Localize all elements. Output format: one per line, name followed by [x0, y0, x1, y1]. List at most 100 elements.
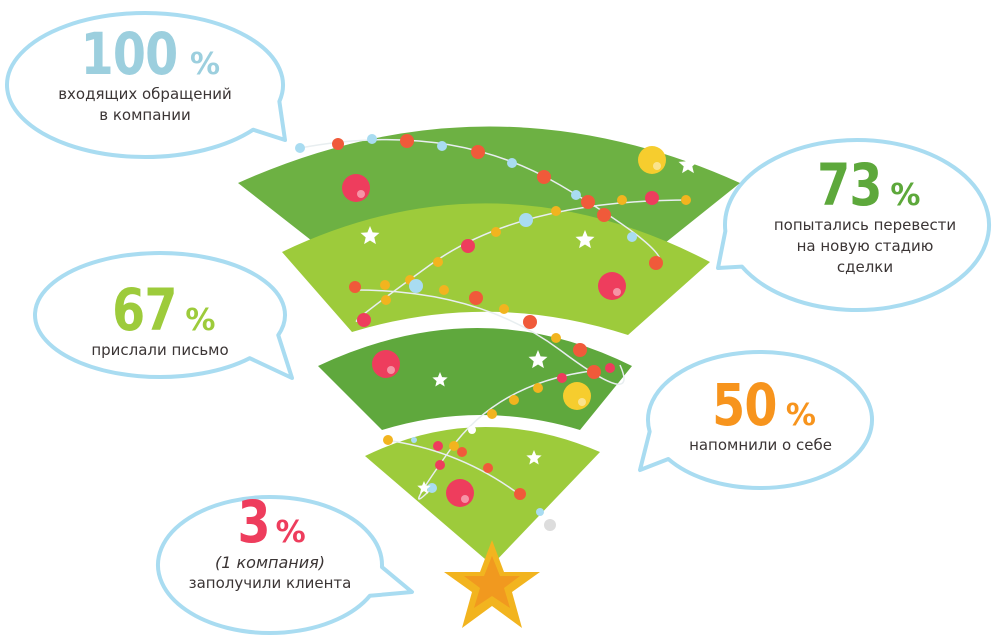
stage-1-value: 100	[80, 20, 179, 88]
stage-2-text: 73% попытались перевести на новую стадию…	[760, 155, 970, 278]
stage-4-text: 50% напомнили о себе	[668, 375, 853, 456]
ornament-highlight	[613, 288, 621, 296]
ornament-highlight	[461, 495, 469, 503]
stage-2-label-1: попытались перевести	[773, 216, 957, 234]
garland-light-icon	[536, 508, 544, 516]
ornament-ball-icon	[372, 350, 400, 378]
ornament-ball-icon	[342, 174, 370, 202]
star-decoration-icon	[432, 372, 448, 387]
stage-1-text: 100% входящих обращений в компании	[20, 24, 270, 126]
garland-light-icon	[383, 435, 393, 445]
garland-light-icon	[499, 304, 509, 314]
star-decoration-icon	[417, 481, 431, 494]
garland-light-icon	[551, 333, 561, 343]
garland-light-icon	[409, 279, 423, 293]
garland-light-icon	[437, 141, 447, 151]
stage-5-value: 3	[237, 488, 271, 556]
garland-light-icon	[487, 409, 497, 419]
stage-2-unit: %	[890, 178, 921, 213]
stage-1-label-1: входящих обращений	[58, 85, 232, 103]
garland-light-icon	[491, 227, 501, 237]
stage-3-value: 67	[111, 276, 177, 344]
tree-layer-4	[365, 426, 600, 565]
garland-light-icon	[295, 143, 305, 153]
stage-3-text: 67% прислали письмо	[55, 280, 265, 361]
garland-light-icon	[681, 195, 691, 205]
speech-bubble-5	[156, 495, 414, 635]
garland-light-icon	[380, 280, 390, 290]
ornament-ball-icon	[638, 146, 666, 174]
ornament-highlight	[357, 190, 365, 198]
speech-bubble-3	[33, 251, 294, 380]
garland-light-icon	[332, 138, 344, 150]
garland-light-icon	[400, 134, 414, 148]
stage-2-label-3: сделки	[836, 258, 894, 276]
garland-light-icon	[468, 426, 476, 434]
garland-light-icon	[627, 232, 637, 242]
stage-5-text: 3% (1 компания) заполучили клиента	[175, 492, 365, 594]
star-decoration-icon	[526, 450, 542, 465]
garland-light-icon	[571, 190, 581, 200]
stage-2-value: 73	[816, 151, 882, 219]
stage-4-value: 50	[712, 371, 777, 439]
garland-light-icon	[367, 134, 377, 144]
stage-3-unit: %	[185, 303, 216, 338]
garland-light-icon	[645, 191, 659, 205]
garland-light-icon	[617, 195, 627, 205]
garland-string	[354, 289, 625, 385]
garland-light-icon	[471, 145, 485, 159]
stage-1-label-2: в компании	[99, 106, 191, 124]
garland-light-icon	[433, 257, 443, 267]
speech-bubble-2	[716, 138, 991, 312]
garland-light-icon	[433, 441, 443, 451]
garland-light-icon	[427, 483, 437, 493]
stage-4-unit: %	[785, 398, 816, 433]
ornament-ball-icon	[446, 479, 474, 507]
garland-light-icon	[469, 291, 483, 305]
ornament-ball-icon	[598, 272, 626, 300]
star-decoration-icon	[360, 226, 380, 245]
star-decoration-icon	[678, 155, 698, 174]
garland-light-icon	[597, 208, 611, 222]
stage-5-label-1: заполучили клиента	[188, 574, 352, 592]
stage-5-note: (1 компания)	[214, 553, 326, 572]
speech-bubble-1	[5, 11, 287, 159]
stage-1-unit: %	[190, 47, 221, 82]
christmas-tree-funnel	[238, 126, 740, 628]
garland-light-icon	[449, 441, 459, 451]
garland-light-icon	[537, 170, 551, 184]
stage-5-unit: %	[275, 515, 306, 550]
ornament-highlight	[387, 366, 395, 374]
garland-light-icon	[507, 158, 517, 168]
garland-light-icon	[605, 363, 615, 373]
tree-layer-3	[318, 328, 632, 430]
garland-light-icon	[519, 213, 533, 227]
garland-decorations	[295, 134, 698, 531]
garland-light-icon	[649, 256, 663, 270]
star-decoration-icon	[528, 350, 548, 369]
garland-light-icon	[557, 373, 567, 383]
garland-light-icon	[435, 460, 445, 470]
garland-light-icon	[411, 437, 417, 443]
stage-2-label-2: на новую стадию	[796, 237, 934, 255]
garland-light-icon	[461, 239, 475, 253]
tree-top-star-icon	[444, 540, 540, 628]
garland-light-icon	[357, 313, 371, 327]
ornament-highlight	[653, 162, 661, 170]
stage-4-label-1: напомнили о себе	[689, 436, 832, 454]
garland-light-icon	[573, 343, 587, 357]
garland-light-icon	[551, 206, 561, 216]
stage-3-label-1: прислали письмо	[91, 341, 229, 359]
garland-light-icon	[581, 195, 595, 209]
speech-bubble-4	[638, 350, 874, 490]
garland-light-icon	[514, 488, 526, 500]
garland-light-icon	[457, 447, 467, 457]
star-decoration-icon	[575, 230, 595, 249]
ornament-ball-icon	[563, 382, 591, 410]
garland-light-icon	[544, 519, 556, 531]
garland-light-icon	[509, 395, 519, 405]
speech-bubbles	[5, 11, 991, 635]
garland-light-icon	[523, 315, 537, 329]
